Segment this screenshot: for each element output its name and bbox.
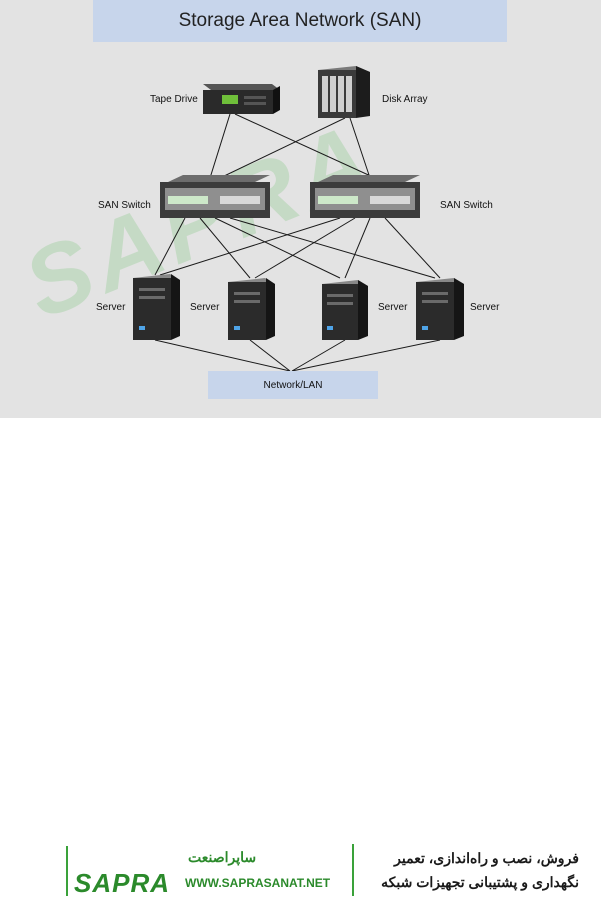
san-diagram: SAPRA Storage Area Network (SAN) — [0, 0, 601, 418]
server-3-label: Server — [378, 302, 408, 313]
footer-divider-right — [352, 844, 354, 896]
brand-logo: SAPRA — [74, 868, 171, 898]
title-bar: Storage Area Network (SAN) — [93, 0, 507, 42]
server-1-label: Server — [96, 302, 126, 313]
server-4-label: Server — [470, 302, 500, 313]
disk-array-label: Disk Array — [382, 94, 428, 105]
server-1-icon — [133, 274, 180, 340]
disk-array-icon — [318, 66, 370, 118]
tape-drive-icon — [203, 84, 280, 114]
server-4-icon — [416, 278, 464, 340]
san-switch-right-icon — [310, 175, 420, 218]
san-switch-right-label: SAN Switch — [440, 200, 493, 211]
slogan-line-2: نگهداری و پشتیبانی تجهیزات شبکه — [381, 874, 579, 890]
tape-drive-label: Tape Drive — [150, 94, 198, 105]
connection-lines — [154, 113, 441, 372]
san-switch-left-icon — [160, 175, 270, 218]
server-2-label: Server — [190, 302, 220, 313]
slogan-line-1: فروش، نصب و راه‌اندازی، تعمیر — [394, 850, 579, 866]
network-diagram — [133, 66, 464, 372]
footer-banner: ساپراصنعت SAPRA WWW.SAPRASANAT.NET فروش،… — [0, 418, 601, 898]
footer-divider-left — [66, 846, 68, 896]
server-3-icon — [322, 280, 368, 340]
san-switch-left-label: SAN Switch — [98, 200, 151, 211]
network-lan-box: Network/LAN — [208, 371, 378, 399]
server-2-icon — [228, 278, 275, 340]
brand-persian: ساپراصنعت — [188, 849, 257, 865]
brand-url[interactable]: WWW.SAPRASANAT.NET — [185, 876, 331, 890]
diagram-title: Storage Area Network (SAN) — [178, 10, 422, 31]
